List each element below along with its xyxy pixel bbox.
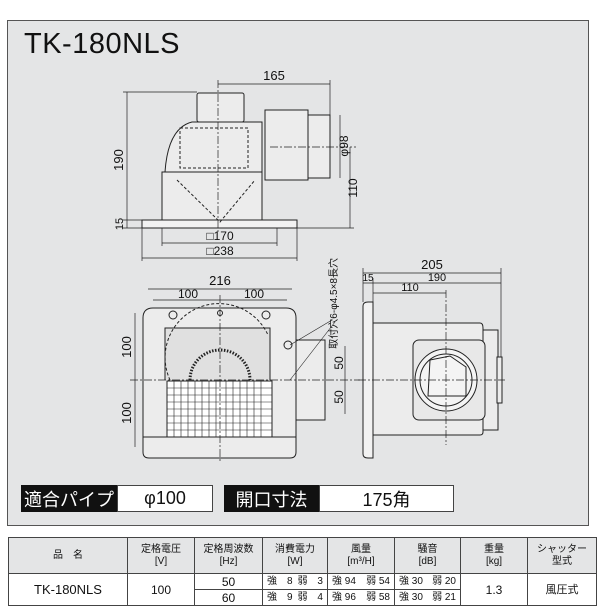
dim-50-upper: 50 xyxy=(332,356,346,370)
table-header-row: 品 名 定格電圧[V] 定格周波数[Hz] 消費電力[W] 風量[m³/H] 騒… xyxy=(8,537,597,574)
dim-100-upper: 100 xyxy=(119,336,134,358)
dim-100-left: 100 xyxy=(178,287,198,301)
dim-190: 190 xyxy=(111,149,126,171)
opening-label: 開口寸法 xyxy=(224,485,319,512)
cell-model: TK-180NLS xyxy=(8,573,128,606)
mounting-hole-note: 取付穴6-φ4.5×8長穴 xyxy=(327,258,340,349)
cell-shutter: 風圧式 xyxy=(527,573,597,606)
end-view-drawing xyxy=(358,268,505,459)
dim-phi98: φ98 xyxy=(337,135,351,156)
dim-165: 165 xyxy=(263,68,285,83)
header-shutter: シャッター型式 xyxy=(527,537,597,574)
header-model: 品 名 xyxy=(8,537,128,574)
cell-voltage: 100 xyxy=(127,573,195,606)
pipe-label: 適合パイプ xyxy=(21,485,117,512)
dim-238: □238 xyxy=(206,244,234,258)
cell-hz: 60 xyxy=(194,589,263,606)
cell-weight: 1.3 xyxy=(460,573,528,606)
cell-hz: 50 xyxy=(194,573,263,590)
header-airflow: 風量[m³/H] xyxy=(327,537,395,574)
dim-15-end: 15 xyxy=(362,273,374,284)
header-voltage: 定格電圧[V] xyxy=(127,537,195,574)
dim-110-end: 110 xyxy=(401,282,419,294)
dim-170: □170 xyxy=(206,229,234,243)
pipe-value: φ100 xyxy=(117,485,213,512)
dim-100-lower: 100 xyxy=(119,402,134,424)
dim-100-right: 100 xyxy=(244,287,264,301)
spec-table: 品 名 定格電圧[V] 定格周波数[Hz] 消費電力[W] 風量[m³/H] 騒… xyxy=(8,537,597,606)
dim-15: 15 xyxy=(114,218,126,230)
dim-205: 205 xyxy=(421,257,443,272)
dim-190-end: 190 xyxy=(428,272,446,284)
header-noise: 騒音[dB] xyxy=(394,537,461,574)
model-title: TK-180NLS xyxy=(24,28,181,60)
dim-50-lower: 50 xyxy=(332,390,346,404)
header-power: 消費電力[W] xyxy=(262,537,328,574)
dim-110: 110 xyxy=(346,178,360,197)
opening-value: 175角 xyxy=(319,485,454,512)
opening-spec: 開口寸法 175角 xyxy=(224,485,454,512)
header-weight: 重量[kg] xyxy=(460,537,528,574)
header-frequency: 定格周波数[Hz] xyxy=(194,537,263,574)
dim-216: 216 xyxy=(209,273,231,288)
side-view-drawing xyxy=(123,80,356,261)
plan-view-drawing xyxy=(130,288,360,462)
pipe-spec: 適合パイプ φ100 xyxy=(21,485,213,512)
